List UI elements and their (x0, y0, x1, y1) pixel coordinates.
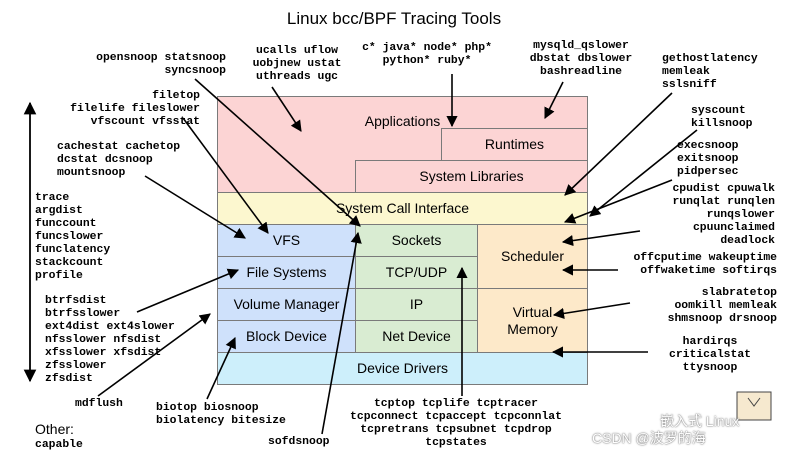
volume-manager-layer: Volume Manager (217, 288, 356, 321)
system-libraries-layer: System Libraries (355, 160, 588, 193)
ip-label: IP (409, 296, 424, 312)
hardirqs-tools: hardirqs criticalstat ttysnoop (668, 336, 752, 374)
block-device-label: Block Device (246, 328, 327, 344)
filesystem-tools: btrfsdist btrfsslower ext4dist ext4slowe… (45, 295, 175, 385)
watermark-line1: 嵌入式 Linux (660, 413, 740, 429)
other-label: Other: (35, 421, 74, 437)
diagram-title: Linux bcc/BPF Tracing Tools (286, 9, 502, 28)
sofdsnoop-tool: sofdsnoop (268, 436, 330, 448)
filetop-tools: filetop filelife fileslower vfscount vfs… (70, 90, 200, 128)
biotop-tools: biotop biosnoop biolatency bitesize (156, 402, 286, 427)
virtual-memory-label: Virtual Memory (507, 303, 558, 337)
syscall-interface-label: System Call Interface (335, 200, 470, 216)
offcpu-tools: offcputime wakeuptime offwaketime softir… (633, 252, 777, 277)
scheduler-layer: Scheduler (477, 224, 588, 289)
mdflush-tool: mdflush (75, 398, 123, 410)
runtimes-label: Runtimes (484, 136, 545, 152)
volume-manager-label: Volume Manager (233, 296, 340, 312)
tcp-udp-layer: TCP/UDP (355, 256, 478, 289)
system-libraries-label: System Libraries (419, 168, 524, 184)
ip-layer: IP (355, 288, 478, 321)
net-device-label: Net Device (382, 328, 451, 344)
gethost-tools: gethostlatency memleak sslsniff (662, 53, 758, 91)
capable-tool: capable (35, 439, 83, 451)
vfs-layer: VFS (217, 224, 356, 257)
cachestat-tools: cachestat cachetop dcstat dcsnoop mounts… (57, 141, 181, 179)
applications-label: Applications (364, 113, 441, 129)
mysql-tools: mysqld_qslower dbstat dbslower bashreadl… (529, 40, 633, 78)
trace-tools: trace argdist funccount funcslower funcl… (35, 192, 111, 282)
block-device-layer: Block Device (217, 320, 356, 353)
slabratetop-tools: slabratetop oomkill memleak shmsnoop drs… (667, 287, 777, 325)
watermark-line2: CSDN @波罗的海 (592, 430, 706, 446)
sockets-label: Sockets (391, 232, 442, 248)
cpudist-tools: cpudist cpuwalk runqlat runqlen runqslow… (672, 183, 775, 247)
syscount-tools: syscount killsnoop (691, 105, 753, 130)
sockets-layer: Sockets (355, 224, 478, 257)
file-systems-label: File Systems (246, 264, 327, 280)
scheduler-label: Scheduler (500, 248, 565, 264)
opensnoop-tools: opensnoop statsnoop syncsnoop (96, 52, 226, 77)
language-tools: c* java* node* php* python* ruby* (362, 42, 492, 67)
tcp-udp-label: TCP/UDP (385, 264, 448, 280)
device-drivers-label: Device Drivers (356, 360, 448, 376)
syscall-interface-layer: System Call Interface (217, 192, 588, 225)
runtimes-layer: Runtimes (441, 128, 588, 161)
vfs-label: VFS (272, 232, 301, 248)
file-systems-layer: File Systems (217, 256, 356, 289)
device-drivers-layer: Device Drivers (217, 352, 588, 385)
virtual-memory-layer: Virtual Memory (477, 288, 588, 353)
net-device-layer: Net Device (355, 320, 478, 353)
tcp-tools: tcptop tcplife tcptracer tcpconnect tcpa… (350, 398, 562, 449)
watermark-logo (736, 391, 772, 421)
ucalls-tools: ucalls uflow uobjnew ustat uthreads ugc (252, 45, 342, 83)
execsnoop-tools: execsnoop exitsnoop pidpersec (677, 140, 739, 178)
